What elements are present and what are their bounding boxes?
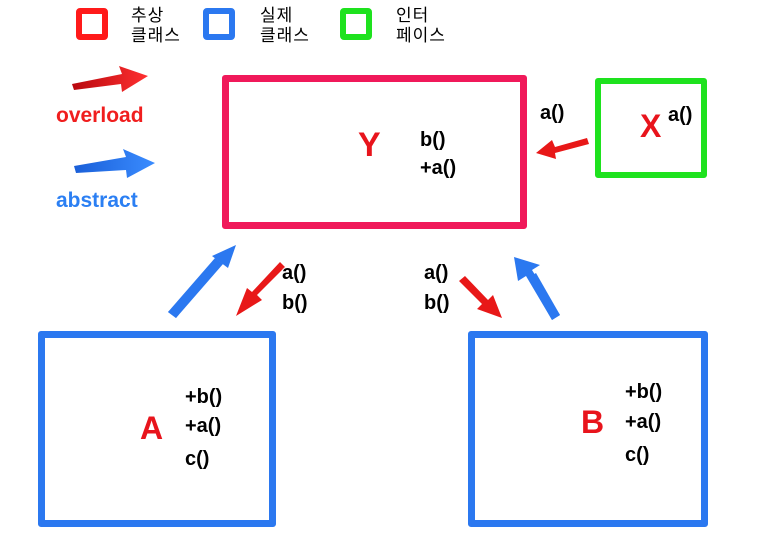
legend-concrete-line1: 실제 bbox=[260, 6, 294, 25]
class-x-method-1: a() bbox=[668, 104, 693, 126]
legend-abstract-arrow-icon bbox=[74, 149, 155, 178]
class-a-method-2: +a() bbox=[185, 415, 222, 437]
arrow-x-to-y-icon bbox=[536, 138, 589, 159]
class-x-name: X bbox=[640, 108, 662, 144]
legend-overload-arrow-icon bbox=[72, 66, 148, 92]
edge-y-to-b-label-2: b() bbox=[424, 292, 450, 314]
legend-concrete-class-label: 실제 클래스 bbox=[260, 6, 310, 46]
class-box-a bbox=[38, 331, 276, 527]
edge-y-to-a-label-1: a() bbox=[282, 262, 307, 284]
arrow-y-to-a-icon bbox=[236, 262, 285, 316]
class-a-method-3: c() bbox=[185, 448, 210, 470]
arrow-y-to-b-icon bbox=[459, 276, 502, 318]
legend-abstract-line2: 클래스 bbox=[131, 26, 181, 45]
legend-abstract-label: abstract bbox=[56, 189, 138, 212]
edge-y-to-b-label-1: a() bbox=[424, 262, 449, 284]
class-y-method-1: b() bbox=[420, 129, 446, 151]
legend-interface-line2: 페이스 bbox=[396, 26, 446, 45]
class-box-y bbox=[222, 75, 527, 229]
class-b-method-1: +b() bbox=[625, 381, 663, 403]
edge-x-to-y-label: a() bbox=[540, 102, 565, 124]
legend-interface-line1: 인터 bbox=[396, 6, 430, 25]
class-b-method-3: c() bbox=[625, 444, 650, 466]
class-y-name: Y bbox=[358, 126, 381, 164]
legend-overload-label: overload bbox=[56, 104, 144, 127]
class-b-name: B bbox=[581, 404, 605, 440]
legend-abstract-line1: 추상 bbox=[131, 6, 165, 25]
class-y-method-2: +a() bbox=[420, 157, 457, 179]
legend-interface-swatch bbox=[340, 8, 372, 40]
class-b-method-2: +a() bbox=[625, 411, 662, 433]
class-a-name: A bbox=[140, 410, 164, 446]
edge-y-to-a-label-2: b() bbox=[282, 292, 308, 314]
class-box-b bbox=[468, 331, 708, 527]
legend-abstract-class-swatch bbox=[76, 8, 108, 40]
class-a-method-1: +b() bbox=[185, 386, 223, 408]
arrow-a-to-y-shaft-icon bbox=[168, 258, 223, 318]
legend-concrete-class-swatch bbox=[203, 8, 235, 40]
legend-abstract-class-label: 추상 클래스 bbox=[131, 6, 181, 46]
legend-concrete-line2: 클래스 bbox=[260, 26, 310, 45]
arrow-b-to-y-shaft-icon bbox=[528, 273, 560, 320]
legend-interface-label: 인터 페이스 bbox=[396, 6, 446, 46]
class-box-x bbox=[595, 78, 707, 178]
